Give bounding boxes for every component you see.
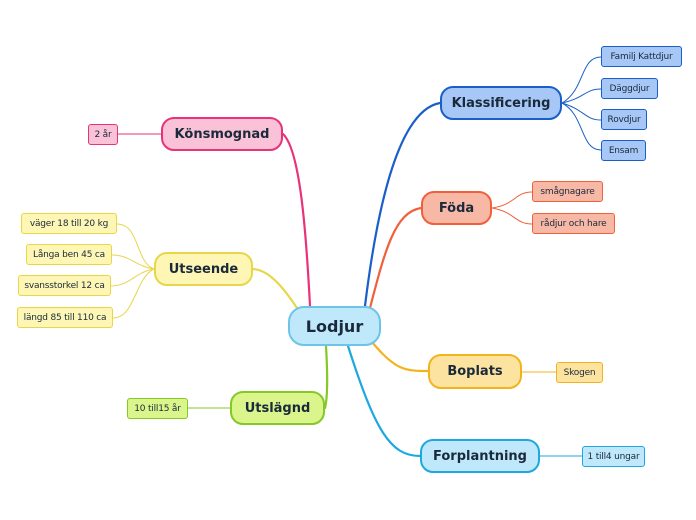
leaf-svansstorkel[interactable]: svansstorkel 12 ca — [18, 275, 111, 296]
leaf-link-daggdjur — [561, 88, 602, 104]
leaf-langd[interactable]: längd 85 till 110 ca — [17, 307, 113, 328]
branch-foda[interactable]: Föda — [421, 191, 492, 225]
leaf-1-till4-ungar[interactable]: 1 till4 ungar — [582, 446, 645, 467]
leaf-skogen[interactable]: Skogen — [556, 362, 603, 383]
leaf-link-rovdjur — [561, 102, 602, 121]
link-utslagnd — [323, 344, 329, 410]
leaf-daggdjur[interactable]: Däggdjur — [601, 78, 658, 99]
branch-boplats[interactable]: Boplats — [428, 354, 522, 389]
branch-utseende[interactable]: Utseende — [154, 252, 253, 286]
link-boplats — [370, 340, 430, 373]
branch-konsmognad[interactable]: Könsmognad — [161, 117, 283, 151]
link-konsmognad — [281, 132, 312, 308]
leaf-link-radjur — [491, 207, 533, 225]
link-utseende — [251, 267, 299, 310]
leaf-ensam[interactable]: Ensam — [601, 140, 646, 161]
leaf-link-smagnagare — [491, 191, 533, 209]
leaf-link-langd — [112, 268, 155, 319]
leaf-radjur-och-hare[interactable]: rådjur och hare — [532, 213, 615, 234]
link-klassificering — [363, 101, 442, 308]
leaf-familj-kattdjur[interactable]: Familj Kattdjur — [601, 46, 682, 67]
leaf-link-svansstorkel — [110, 268, 155, 287]
leaf-link-familj-kattdjur — [561, 56, 602, 104]
leaf-link-vager — [116, 223, 155, 270]
branch-klassificering[interactable]: Klassificering — [440, 86, 562, 120]
link-foda — [368, 206, 423, 310]
leaf-link-langa-ben — [111, 254, 155, 270]
leaf-10-till15-ar[interactable]: 10 till15 år — [127, 398, 188, 419]
leaf-rovdjur[interactable]: Rovdjur — [601, 109, 647, 130]
leaf-2-ar[interactable]: 2 år — [88, 124, 118, 145]
central-topic-lodjur[interactable]: Lodjur — [288, 306, 381, 346]
leaf-langa-ben[interactable]: Långa ben 45 ca — [26, 244, 112, 265]
leaf-link-ensam — [561, 102, 602, 151]
leaf-vager[interactable]: väger 18 till 20 kg — [21, 213, 117, 234]
leaf-smagnagare[interactable]: smågnagare — [532, 181, 603, 202]
branch-utslagnd[interactable]: Utslägnd — [230, 391, 325, 425]
link-forplantning — [346, 344, 422, 458]
branch-forplantning[interactable]: Forplantning — [420, 439, 540, 473]
